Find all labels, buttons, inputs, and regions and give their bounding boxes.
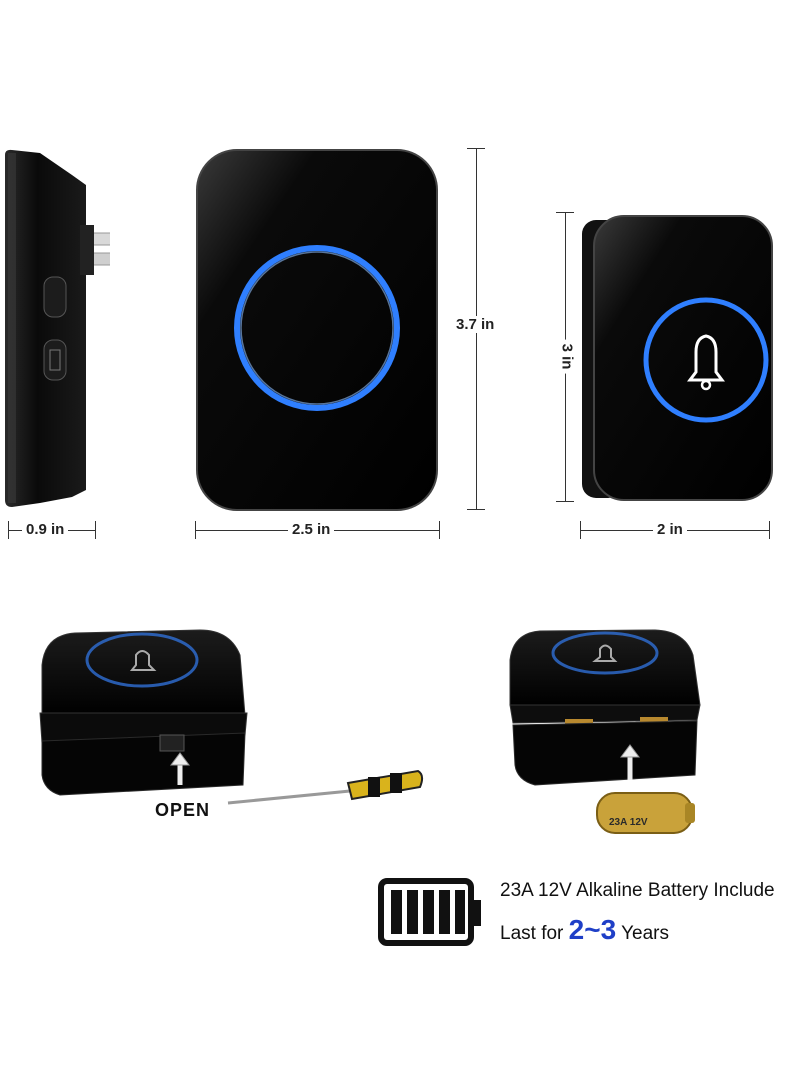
side-depth-dimension: 0.9 in: [22, 521, 69, 538]
receiver-side-view: [5, 149, 110, 507]
bell-icon: [687, 334, 725, 382]
button-height-dimension: 3 in: [558, 339, 576, 374]
battery-print: 23A 12V: [609, 817, 648, 828]
battery-life-text: Last for 2~3 Years: [500, 914, 669, 946]
battery-icon: [378, 878, 481, 946]
doorbell-button-front-view: [582, 215, 773, 501]
button-battery-demo: 23A 12V: [509, 629, 701, 834]
receiver-width-dimension: 2.5 in: [288, 521, 335, 538]
open-label: OPEN: [155, 800, 211, 820]
receiver-front-view: [196, 149, 438, 511]
battery-included-text: 23A 12V Alkaline Battery Include: [500, 880, 775, 901]
battery-life-suffix: Years: [616, 923, 669, 944]
battery-life-prefix: Last for: [500, 923, 569, 944]
button-width-dimension: 2 in: [653, 521, 687, 538]
button-open-demo: [39, 629, 424, 805]
battery-life-years: 2~3: [568, 914, 617, 945]
receiver-height-dimension: 3.7 in: [452, 316, 499, 333]
